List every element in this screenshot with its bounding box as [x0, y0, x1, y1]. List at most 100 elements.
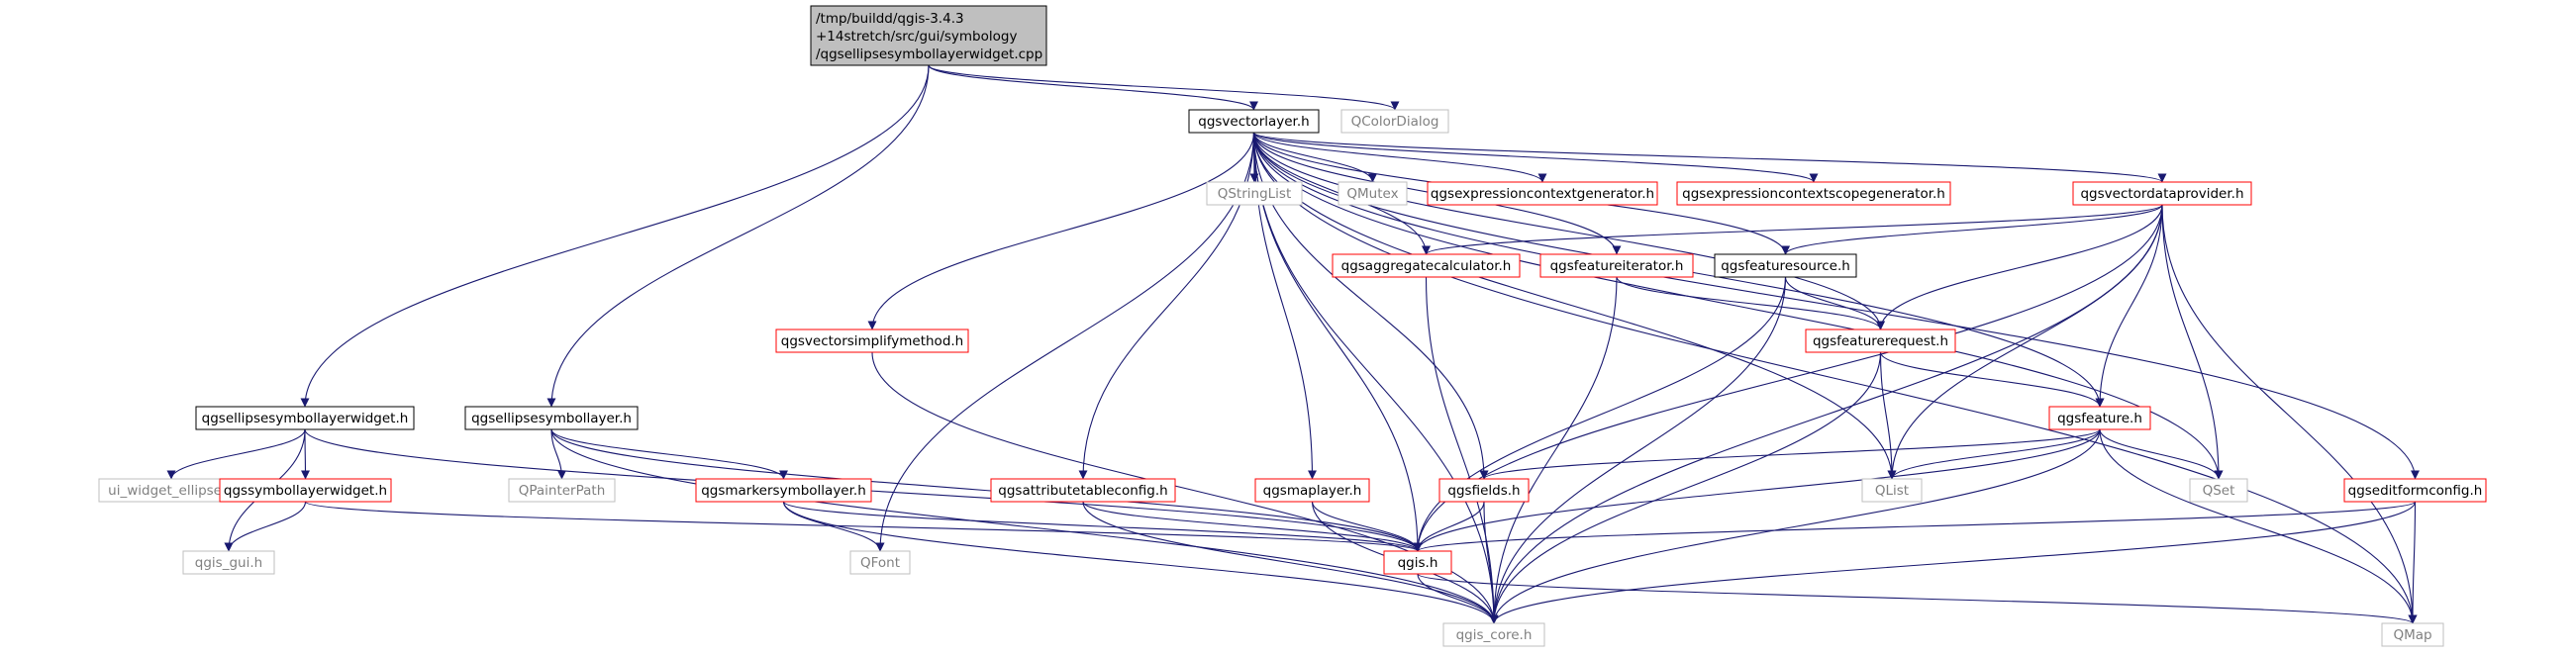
edge-qgsfeaturerequest-to-qgis_core — [1489, 351, 1882, 624]
edge-qgsvectorlayer-to-qmap — [1252, 132, 2418, 624]
node-qgsexpressioncontextscopegenerator[interactable]: qgsexpressioncontextscopegenerator.h — [1676, 181, 1951, 206]
node-qgsmaplayer[interactable]: qgsmaplayer.h — [1254, 478, 1370, 503]
nodes-layer: /tmp/buildd/qgis-3.4.3+14stretch/src/gui… — [98, 5, 2487, 647]
edge-qgsvectorlayer-to-qset — [1252, 132, 2224, 480]
node-label-qgsexpressioncontextgenerator: qgsexpressioncontextgenerator.h — [1431, 186, 1654, 202]
edge-qgsvectordataprovider-to-qset — [2161, 204, 2224, 480]
node-qgsvectorsimplifymethod[interactable]: qgsvectorsimplifymethod.h — [775, 328, 969, 353]
node-label-qgis_gui: qgis_gui.h — [195, 555, 262, 571]
edge-qgsvectordataprovider-to-qgsfeaturerequest — [1876, 204, 2163, 330]
edge-qgsvectordataprovider-to-qmap — [2161, 204, 2418, 624]
node-qfont: QFont — [849, 550, 911, 575]
node-box-qgsvectordataprovider — [2072, 181, 2252, 206]
node-label-qmutex: QMutex — [1346, 186, 1398, 202]
node-label-qgsvectorlayer: qgsvectorlayer.h — [1198, 114, 1309, 130]
edge-qgsvectorlayer-to-qgis_core — [1252, 132, 1499, 624]
node-box-qmap — [2381, 622, 2444, 647]
node-label-qcolordialog: QColorDialog — [1351, 114, 1439, 130]
edge-qgsellipsesymbollayerwidget-to-ui_widget_ellipse — [166, 428, 306, 480]
edge-qgsmarkersymbollayer-to-qgis — [782, 501, 1423, 552]
node-box-qfont — [849, 550, 911, 575]
edge-qgsfeature-to-qset — [2099, 428, 2224, 480]
node-box-qgsfeaturesource — [1714, 253, 1857, 278]
node-label-qfont: QFont — [860, 555, 900, 571]
node-qgsfeaturerequest[interactable]: qgsfeaturerequest.h — [1805, 328, 1956, 353]
node-qgseditformconfig[interactable]: qgseditformconfig.h — [2343, 478, 2487, 503]
node-qgssymbollayerwidget[interactable]: qgssymbollayerwidget.h — [219, 478, 392, 503]
node-box-qgssymbollayerwidget — [219, 478, 392, 503]
node-box-qgsmaplayer — [1254, 478, 1370, 503]
node-box-root — [810, 5, 1047, 66]
node-qgsexpressioncontextgenerator[interactable]: qgsexpressioncontextgenerator.h — [1427, 181, 1658, 206]
edge-qgsfeature-to-qmap — [2099, 428, 2418, 624]
node-qset: QSet — [2189, 478, 2248, 503]
node-label-qgsmarkersymbollayer: qgsmarkersymbollayer.h — [701, 483, 866, 499]
node-qcolordialog: QColorDialog — [1340, 109, 1449, 134]
edge-qgsellipsesymbollayerwidget-to-qgssymbollayerwidget — [300, 428, 310, 480]
edge-qgsfeature-to-qgis_core — [1489, 428, 2101, 624]
node-root[interactable]: /tmp/buildd/qgis-3.4.3+14stretch/src/gui… — [810, 5, 1047, 66]
node-label-qlist: QList — [1875, 483, 1909, 499]
edge-qgseditformconfig-to-qgis_core — [1489, 501, 2417, 624]
node-box-qgsvectorsimplifymethod — [775, 328, 969, 353]
edge-root-to-qgsellipsesymbollayer — [546, 64, 930, 408]
edge-qgsvectordataprovider-to-qgsfeaturesource — [1781, 204, 2163, 255]
edge-qgsvectorsimplifymethod-to-qgis_core — [871, 351, 1499, 624]
node-label-qgsexpressioncontextscopegenerator: qgsexpressioncontextscopegenerator.h — [1682, 186, 1945, 202]
edge-qgsfeatureiterator-to-qgsfeaturerequest — [1616, 276, 1885, 330]
node-qgsfeaturesource[interactable]: qgsfeaturesource.h — [1714, 253, 1857, 278]
node-box-qgis_core — [1442, 622, 1545, 647]
node-qgsmarkersymbollayer[interactable]: qgsmarkersymbollayer.h — [695, 478, 872, 503]
node-qgis_gui: qgis_gui.h — [182, 550, 275, 575]
node-qlist: QList — [1861, 478, 1923, 503]
edge-qgsvectorlayer-to-qgseditformconfig — [1252, 132, 2420, 480]
node-qgis_core: qgis_core.h — [1442, 622, 1545, 647]
node-box-qgsfeaturerequest — [1805, 328, 1956, 353]
node-qmutex: QMutex — [1338, 181, 1408, 206]
node-box-qgsellipsesymbollayerwidget — [195, 406, 415, 430]
edge-qgsellipsesymbollayer-to-qpainterpath — [550, 428, 566, 480]
edge-qgsvectorlayer-to-qgsvectorsimplifymethod — [867, 132, 1255, 330]
node-label-qgsattributetableconfig: qgsattributetableconfig.h — [998, 483, 1167, 499]
node-label-qgsaggregatecalculator: qgsaggregatecalculator.h — [1341, 258, 1512, 274]
node-label-root-line-2: /qgsellipsesymbollayerwidget.cpp — [816, 47, 1042, 62]
node-qgsvectordataprovider[interactable]: qgsvectordataprovider.h — [2072, 181, 2252, 206]
node-label-ui_widget_ellipse: ui_widget_ellipse.h — [108, 483, 235, 499]
node-label-qgsfeaturesource: qgsfeaturesource.h — [1721, 258, 1850, 274]
node-box-qgsellipsesymbollayer — [464, 406, 639, 430]
node-label-qgsellipsesymbollayer: qgsellipsesymbollayer.h — [471, 411, 632, 426]
node-qgsfeature[interactable]: qgsfeature.h — [2048, 406, 2151, 430]
node-label-qgsfields: qgsfields.h — [1447, 483, 1520, 499]
node-qgsaggregatecalculator[interactable]: qgsaggregatecalculator.h — [1332, 253, 1521, 278]
edge-qgsfields-to-qgis_core — [1483, 501, 1499, 624]
node-label-qgseditformconfig: qgseditformconfig.h — [2348, 483, 2483, 499]
edge-qgsfields-to-qgis — [1413, 501, 1485, 552]
edge-qgseditformconfig-to-qgis — [1413, 501, 2417, 552]
node-qgis[interactable]: qgis.h — [1383, 550, 1452, 575]
node-label-qgsmaplayer: qgsmaplayer.h — [1263, 483, 1362, 499]
node-box-qgsexpressioncontextscopegenerator — [1676, 181, 1951, 206]
node-label-qmap: QMap — [2393, 627, 2431, 643]
node-box-qcolordialog — [1340, 109, 1449, 134]
edge-qgsfeaturesource-to-qgis_core — [1489, 276, 1787, 624]
edge-qgsellipsesymbollayer-to-qgis_core — [550, 428, 1499, 624]
edge-qgsfeaturerequest-to-qgsfeature — [1879, 351, 2105, 408]
node-box-qgsvectorlayer — [1188, 109, 1320, 134]
node-box-qgsaggregatecalculator — [1332, 253, 1521, 278]
node-qpainterpath: QPainterPath — [508, 478, 616, 503]
node-label-qgsellipsesymbollayerwidget: qgsellipsesymbollayerwidget.h — [202, 411, 409, 426]
node-qgsfields[interactable]: qgsfields.h — [1438, 478, 1530, 503]
node-qgsattributetableconfig[interactable]: qgsattributetableconfig.h — [990, 478, 1176, 503]
edge-qgsfeaturerequest-to-qlist — [1879, 351, 1897, 480]
node-label-qgsfeaturerequest: qgsfeaturerequest.h — [1813, 333, 1948, 349]
edge-qgsvectordataprovider-to-qgsaggregatecalculator — [1422, 204, 2163, 255]
edge-qgsvectordataprovider-to-qgsfeature — [2095, 204, 2163, 408]
node-qgsellipsesymbollayer[interactable]: qgsellipsesymbollayer.h — [464, 406, 639, 430]
node-qgsfeatureiterator[interactable]: qgsfeatureiterator.h — [1539, 253, 1694, 278]
edge-qgsattributetableconfig-to-qgis — [1082, 501, 1423, 552]
node-box-qset — [2189, 478, 2248, 503]
node-qgsvectorlayer[interactable]: qgsvectorlayer.h — [1188, 109, 1320, 134]
edge-qgsellipsesymbollayer-to-qgsmarkersymbollayer — [550, 428, 788, 480]
node-qgsellipsesymbollayerwidget[interactable]: qgsellipsesymbollayerwidget.h — [195, 406, 415, 430]
